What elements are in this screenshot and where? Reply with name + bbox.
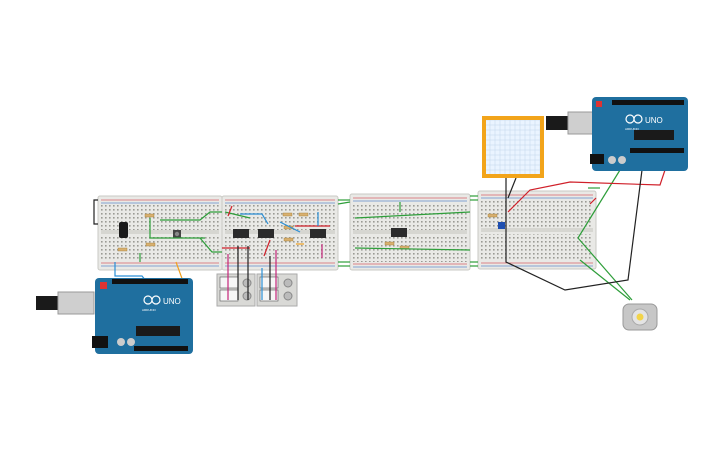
- board-brand-text: ARDUINO: [142, 308, 157, 312]
- wires-red: [222, 169, 666, 257]
- arduino-logo-icon: [625, 114, 643, 124]
- board-brand-text: ARDUINO: [625, 127, 640, 131]
- arduino-left[interactable]: UNO ARDUINO: [36, 278, 193, 354]
- wires-black: [93, 169, 643, 300]
- ic-chip-3[interactable]: [310, 229, 326, 238]
- seven-segment-module-2[interactable]: [256, 273, 298, 307]
- ic-chip-1[interactable]: [233, 229, 249, 238]
- seven-segment-module-1[interactable]: [216, 273, 256, 307]
- ic-chip-4[interactable]: [391, 228, 407, 237]
- breadboard-4[interactable]: [477, 190, 597, 270]
- breadboard-1[interactable]: [97, 195, 223, 271]
- breadboard-3[interactable]: [349, 193, 471, 271]
- dc-motor-icon[interactable]: [622, 303, 658, 331]
- lcd-grid-icon[interactable]: [482, 116, 544, 178]
- wires-green: [139, 169, 633, 301]
- capacitor[interactable]: [119, 222, 128, 238]
- potentiometer[interactable]: [498, 222, 505, 229]
- resistors: [117, 212, 498, 252]
- board-logo-text: UNO: [645, 116, 663, 125]
- ic-chip-2[interactable]: [258, 229, 274, 238]
- breadboard-2[interactable]: [221, 195, 339, 271]
- board-logo-text: UNO: [163, 297, 181, 306]
- arduino-top-right[interactable]: UNO ARDUINO: [546, 97, 688, 171]
- wires-blue: [114, 212, 319, 300]
- wires-pink: [227, 244, 323, 300]
- push-button[interactable]: [173, 230, 181, 238]
- arduino-logo-icon: [143, 295, 161, 305]
